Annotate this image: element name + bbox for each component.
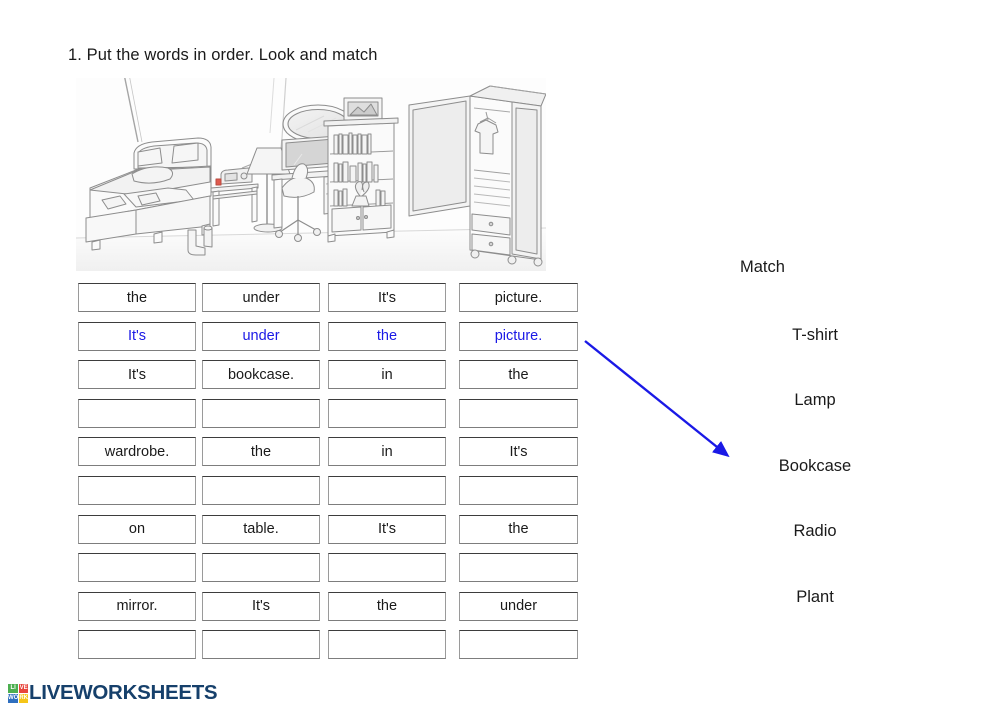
liveworksheets-logo[interactable]: LI VE WO RK LIVEWORKSHEETS (8, 681, 218, 705)
word-box-empty[interactable] (459, 475, 578, 505)
match-item-bookcase[interactable]: Bookcase (778, 457, 852, 475)
word-box[interactable]: picture. (459, 283, 578, 312)
word-box-empty[interactable] (459, 630, 578, 660)
word-row (78, 553, 580, 592)
word-box[interactable]: under (459, 591, 578, 621)
match-item-plant[interactable]: Plant (796, 588, 834, 606)
logo-square-li: LI (8, 683, 19, 693)
word-row (78, 630, 580, 669)
match-heading: Match (740, 258, 785, 276)
word-box[interactable]: the (78, 283, 196, 312)
word-box[interactable]: It's (328, 283, 446, 312)
word-box[interactable]: table. (202, 514, 320, 544)
word-box-empty[interactable] (78, 553, 196, 583)
word-row (78, 398, 580, 438)
word-box-empty[interactable] (202, 475, 320, 505)
word-box[interactable]: on (78, 514, 196, 544)
liveworksheets-logo-icon: LI VE WO RK (8, 683, 29, 703)
word-box-empty[interactable] (202, 398, 320, 428)
match-item-lamp[interactable]: Lamp (794, 391, 836, 409)
word-box[interactable]: in (328, 437, 446, 467)
word-box[interactable]: the (459, 514, 578, 544)
word-box[interactable]: It's (459, 437, 578, 467)
word-box[interactable]: It's (328, 514, 446, 544)
word-box-empty[interactable] (202, 630, 320, 660)
word-box[interactable]: in (328, 360, 446, 390)
word-box[interactable]: under (202, 321, 320, 351)
word-box-empty[interactable] (328, 475, 446, 505)
word-box-empty[interactable] (328, 630, 446, 660)
page-title: 1. Put the words in order. Look and matc… (68, 46, 378, 64)
word-box[interactable]: mirror. (78, 591, 196, 621)
word-box[interactable]: the (328, 321, 446, 351)
word-box[interactable]: wardrobe. (78, 437, 196, 467)
liveworksheets-logo-text: LIVEWORKSHEETS (29, 681, 218, 704)
word-box[interactable]: picture. (459, 321, 578, 351)
word-row (78, 475, 580, 515)
word-box[interactable]: It's (202, 591, 320, 621)
word-box[interactable]: the (202, 437, 320, 467)
word-box-empty[interactable] (78, 630, 196, 660)
match-item-radio[interactable]: Radio (793, 522, 837, 540)
word-box-empty[interactable] (202, 553, 320, 583)
word-box[interactable]: It's (78, 360, 196, 390)
word-box-empty[interactable] (78, 475, 196, 505)
bedroom-sketch-svg (76, 78, 546, 271)
word-box[interactable]: the (328, 591, 446, 621)
word-row: mirror.It's the under (78, 591, 580, 631)
bedroom-illustration (76, 78, 546, 271)
logo-square-rk: RK (19, 693, 29, 703)
word-box[interactable]: It's (78, 321, 196, 351)
logo-square-wo: WO (8, 693, 19, 703)
word-box[interactable]: the (459, 360, 578, 390)
word-box[interactable]: under (202, 283, 320, 312)
word-box-empty[interactable] (328, 398, 446, 428)
word-box-empty[interactable] (459, 398, 578, 428)
logo-square-ve: VE (19, 683, 29, 693)
word-box[interactable]: bookcase. (202, 360, 320, 390)
word-box-empty[interactable] (459, 553, 578, 583)
match-item-t-shirt[interactable]: T-shirt (792, 326, 838, 344)
word-box-empty[interactable] (78, 398, 196, 428)
word-box-empty[interactable] (328, 553, 446, 583)
